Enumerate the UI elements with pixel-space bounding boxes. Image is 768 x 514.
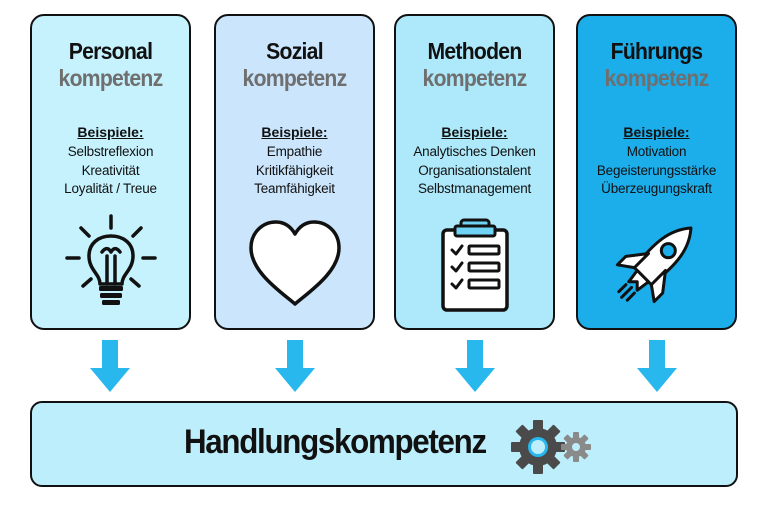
- down-arrow-icon: [455, 340, 495, 392]
- example-item: Selbstmanagement: [417, 181, 532, 196]
- card-personalkompetenz: Personal kompetenz Beispiele: Selbstrefl…: [30, 14, 191, 330]
- card-fuehrungskompetenz: Führungs kompetenz Beispiele: Motivation…: [576, 14, 737, 330]
- examples-list: Empathie Kritikfähigkeit Teamfähigkeit: [216, 143, 373, 199]
- down-arrow-icon: [275, 340, 315, 392]
- clipboard-checklist-icon: [440, 218, 509, 312]
- example-item: Selbstreflexion: [67, 144, 154, 159]
- card-title-line2: kompetenz: [604, 65, 710, 91]
- example-item: Überzeugungskraft: [601, 181, 712, 196]
- example-item: Teamfähigkeit: [254, 181, 335, 196]
- examples-list: Motivation Begeisterungsstärke Überzeugu…: [578, 143, 735, 199]
- examples-heading: Beispiele:: [623, 124, 690, 140]
- card-title-line2: kompetenz: [58, 65, 164, 91]
- down-arrow-icon: [637, 340, 677, 392]
- examples-heading: Beispiele:: [441, 124, 508, 140]
- examples-heading: Beispiele:: [261, 124, 328, 140]
- card-title-line1: Führungs: [610, 38, 703, 64]
- card-title-line2: kompetenz: [242, 65, 348, 91]
- handlungskompetenz-label: Handlungskompetenz: [184, 423, 487, 461]
- card-title-line1: Sozial: [266, 38, 323, 64]
- card-title-line1: Personal: [68, 38, 153, 64]
- example-item: Organisationstalent: [418, 162, 531, 178]
- down-arrow-icon: [90, 340, 130, 392]
- example-item: Empathie: [266, 144, 323, 159]
- example-item: Loyalität / Treue: [64, 181, 157, 196]
- card-title-line1: Methoden: [427, 38, 522, 64]
- gears-icon: [511, 420, 591, 474]
- heart-icon: [248, 220, 341, 306]
- example-item: Analytisches Denken: [413, 144, 536, 159]
- card-sozialkompetenz: Sozial kompetenz Beispiele: Empathie Kri…: [214, 14, 375, 330]
- example-item: Motivation: [626, 144, 687, 159]
- handlungskompetenz-bar: Handlungskompetenz: [30, 401, 738, 487]
- examples-list: Analytisches Denken Organisationstalent …: [396, 143, 553, 199]
- card-title-line2: kompetenz: [422, 65, 528, 91]
- examples-list: Selbstreflexion Kreativität Loyalität / …: [32, 143, 189, 199]
- card-methodenkompetenz: Methoden kompetenz Beispiele: Analytisch…: [394, 14, 555, 330]
- examples-heading: Beispiele:: [77, 124, 144, 140]
- example-item: Kritikfähigkeit: [255, 162, 334, 178]
- rocket-icon: [615, 226, 692, 304]
- example-item: Begeisterungsstärke: [596, 162, 717, 178]
- lightbulb-icon: [64, 214, 157, 305]
- example-item: Kreativität: [81, 162, 140, 178]
